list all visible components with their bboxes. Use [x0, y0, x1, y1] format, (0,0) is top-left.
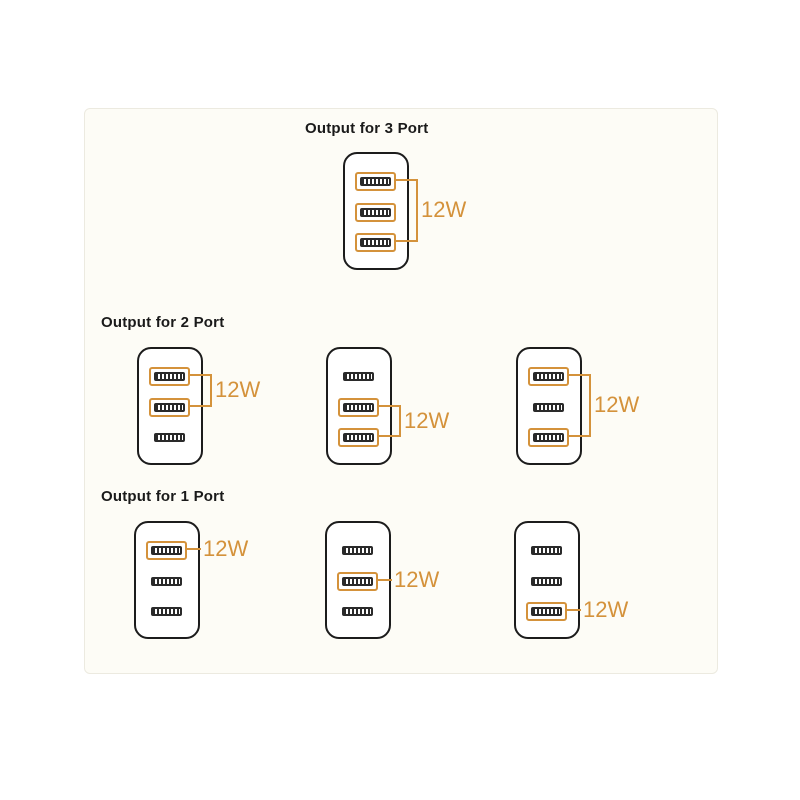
usb-port-2 — [531, 577, 562, 586]
active-port-highlight — [149, 367, 190, 386]
usb-port-3 — [533, 433, 564, 442]
active-port-highlight — [528, 367, 569, 386]
port-connector-line — [376, 578, 392, 581]
active-port-highlight — [146, 541, 187, 560]
port-connector-line — [185, 547, 201, 550]
usb-port-1 — [360, 177, 391, 186]
charger-two_port-4 — [516, 347, 582, 465]
power-label: 12W — [594, 392, 640, 417]
active-port-highlight — [528, 428, 569, 447]
usb-port-1 — [154, 372, 185, 381]
active-port-highlight — [149, 398, 190, 417]
heading-three-port: Output for 3 Port — [305, 120, 429, 137]
heading-one-port: Output for 1 Port — [101, 488, 225, 505]
port-bracket — [394, 178, 418, 242]
active-port-highlight — [338, 398, 379, 417]
usb-port-1 — [342, 546, 373, 555]
active-port-highlight — [355, 203, 396, 222]
port-bracket — [567, 373, 591, 437]
power-label: 12W — [215, 377, 261, 402]
usb-port-1 — [151, 546, 182, 555]
active-port-highlight — [337, 572, 378, 591]
power-label: 12W — [583, 596, 629, 622]
power-label: 12W — [404, 407, 450, 433]
usb-port-1 — [343, 372, 374, 381]
usb-port-3 — [342, 607, 373, 616]
port-bracket — [377, 404, 401, 437]
usb-port-3 — [343, 433, 374, 442]
active-port-highlight — [338, 428, 379, 447]
usb-port-2 — [151, 577, 182, 586]
active-port-highlight — [355, 172, 396, 191]
usb-port-2 — [343, 403, 374, 412]
active-port-highlight — [526, 602, 567, 621]
charger-one_port-6 — [325, 521, 391, 639]
power-label: 12W — [394, 566, 440, 592]
active-port-highlight — [355, 233, 396, 252]
usb-port-2 — [360, 208, 391, 217]
port-connector-line — [565, 608, 581, 611]
usb-port-1 — [533, 372, 564, 381]
charger-one_port-5 — [134, 521, 200, 639]
power-label: 12W — [203, 535, 249, 561]
usb-port-3 — [154, 433, 185, 442]
charger-one_port-7 — [514, 521, 580, 639]
usb-port-3 — [360, 238, 391, 247]
usb-port-2 — [533, 403, 564, 412]
usb-port-3 — [151, 607, 182, 616]
usb-port-2 — [342, 577, 373, 586]
power-label: 12W — [421, 197, 467, 222]
port-bracket — [188, 373, 212, 407]
usb-port-2 — [154, 403, 185, 412]
heading-two-port: Output for 2 Port — [101, 314, 225, 331]
charger-three_port-1 — [343, 152, 409, 270]
usb-port-1 — [531, 546, 562, 555]
usb-port-3 — [531, 607, 562, 616]
